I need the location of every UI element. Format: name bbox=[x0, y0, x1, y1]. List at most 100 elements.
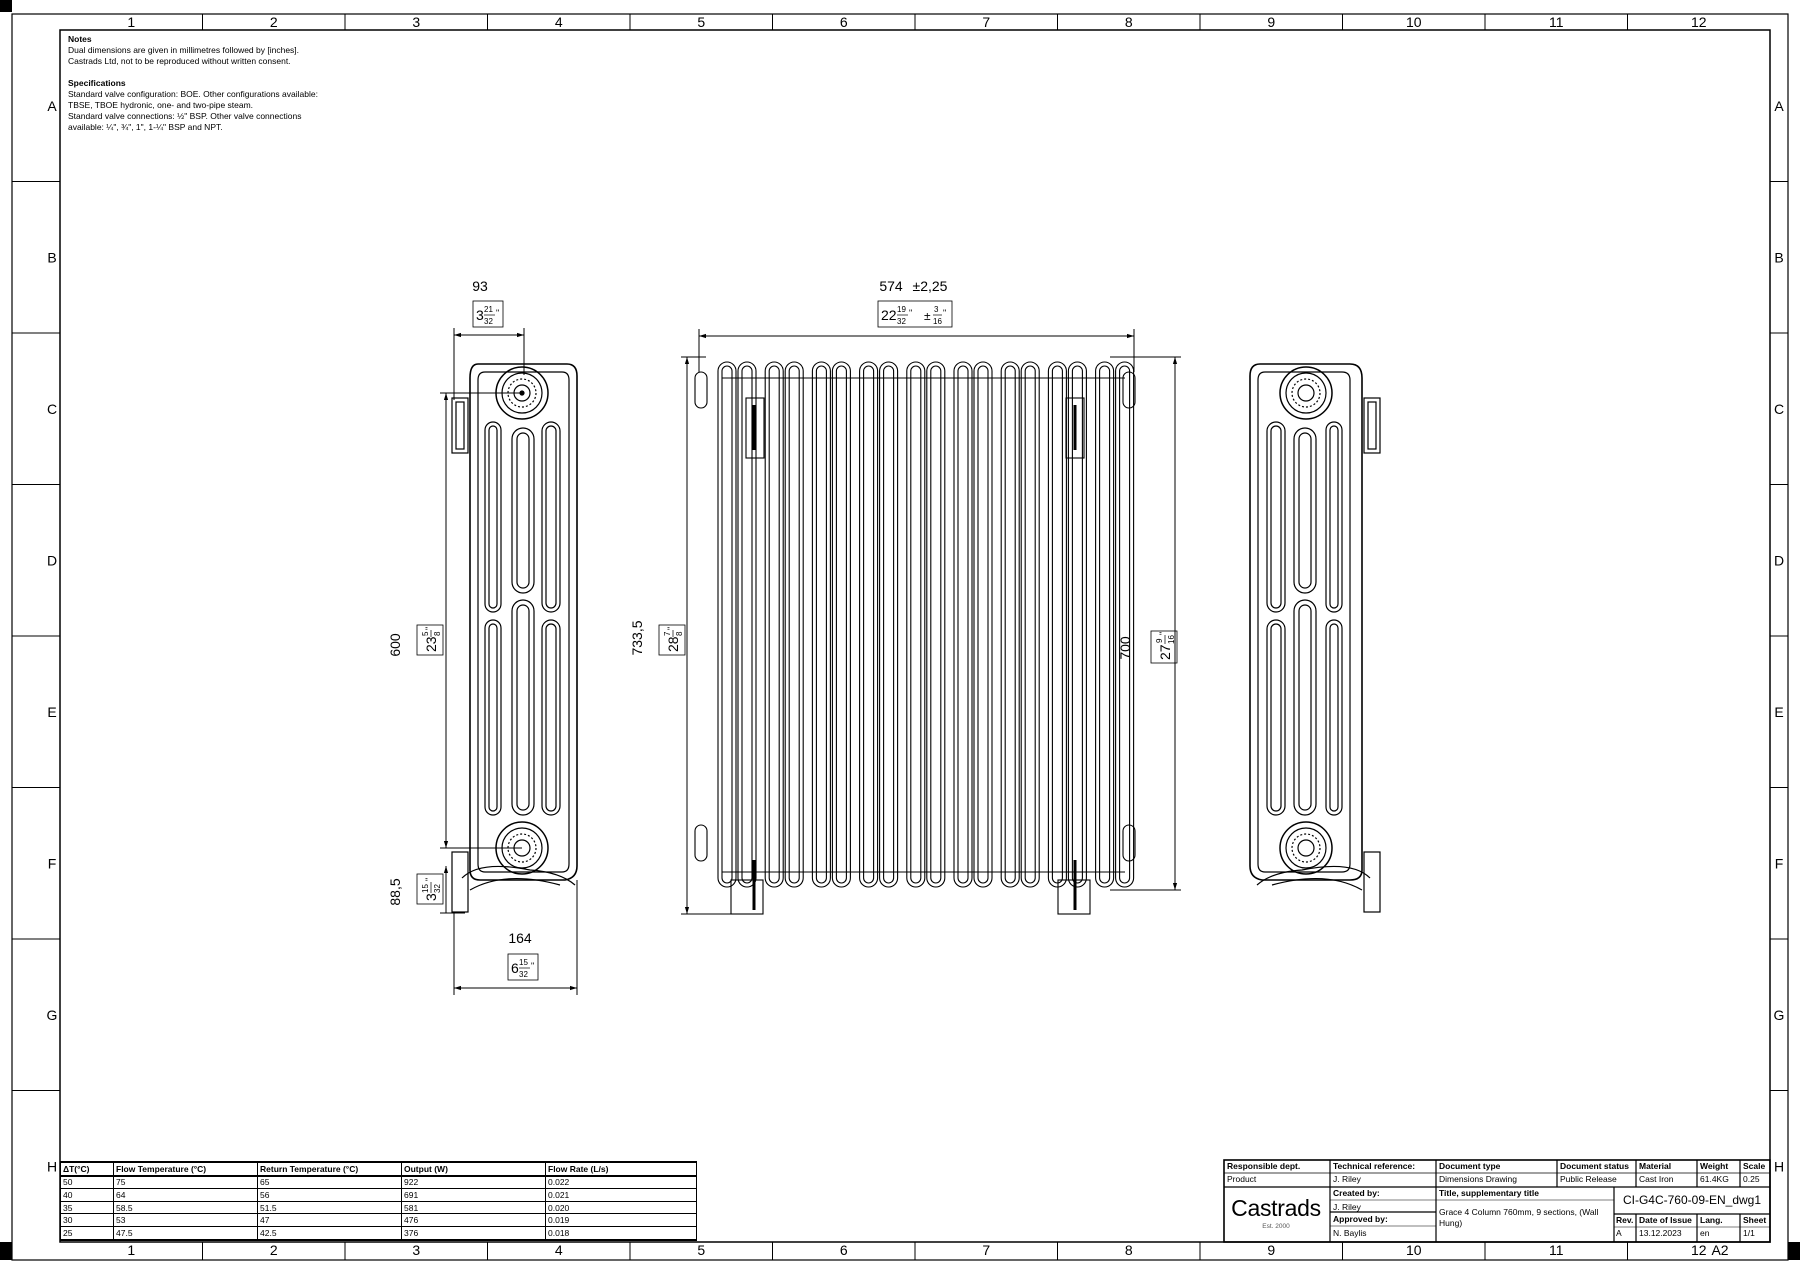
grid-column-label: 7 bbox=[982, 14, 990, 30]
radiator-column-tube bbox=[1067, 361, 1087, 888]
table-cell: 40 bbox=[60, 1188, 114, 1202]
svg-text:5: 5 bbox=[421, 631, 430, 636]
tb-material: Material Cast Iron bbox=[1639, 1161, 1674, 1184]
title-block-frame bbox=[1223, 1159, 1771, 1243]
grid-row-label: B bbox=[47, 249, 56, 265]
dim-depth-top-in: 3 21 32 " bbox=[472, 300, 504, 328]
spec-line: Standard valve configuration: BOE. Other… bbox=[68, 89, 318, 99]
grid-column-label: 1 bbox=[127, 1242, 135, 1258]
grid-row-label: F bbox=[1775, 855, 1784, 871]
grid-column-label: 6 bbox=[840, 14, 848, 30]
dim-centres-mm: 600 bbox=[387, 633, 403, 657]
radiator-column-inner bbox=[788, 365, 800, 884]
radiator-column-inner bbox=[863, 365, 875, 884]
radiator-column-tube bbox=[717, 361, 737, 888]
grid-row-label: E bbox=[47, 704, 56, 720]
grid-column-label: 10 bbox=[1406, 1242, 1422, 1258]
radiator-column-tube bbox=[1000, 361, 1020, 888]
svg-text:7: 7 bbox=[663, 631, 672, 636]
radiator-column-tube bbox=[953, 361, 973, 888]
grid-column-label: 2 bbox=[270, 1242, 278, 1258]
radiator-column-inner bbox=[910, 365, 922, 884]
table-cell: 64 bbox=[113, 1188, 258, 1202]
table-cell: 50 bbox=[60, 1175, 114, 1190]
svg-text:22: 22 bbox=[881, 307, 897, 323]
svg-text:16: 16 bbox=[1167, 635, 1176, 644]
table-cell: 75 bbox=[113, 1175, 258, 1190]
tb-date-of-issue: Date of Issue 13.12.2023 bbox=[1639, 1215, 1692, 1238]
tb-technical-reference: Technical reference: J. Riley bbox=[1333, 1161, 1416, 1184]
radiator-column-inner bbox=[883, 365, 895, 884]
radiator-column-inner bbox=[977, 365, 989, 884]
notes-line: Dual dimensions are given in millimetres… bbox=[68, 45, 300, 55]
radiator-column-tube bbox=[879, 361, 899, 888]
tb-created-by: Created by: J. Riley bbox=[1333, 1188, 1380, 1212]
table-cell: 691 bbox=[401, 1188, 546, 1202]
grid-column-label: 2 bbox=[270, 14, 278, 30]
radiator-column-inner bbox=[768, 365, 780, 884]
radiator-column-inner bbox=[721, 365, 733, 884]
radiator-column-inner bbox=[1004, 365, 1016, 884]
radiator-column-tube bbox=[737, 361, 757, 888]
svg-text:3: 3 bbox=[934, 305, 939, 314]
dim-depth-top-mm: 93 bbox=[472, 278, 488, 294]
table-cell: 30 bbox=[60, 1213, 114, 1227]
corner-mark-tl bbox=[0, 0, 12, 12]
grid-row-label: D bbox=[47, 552, 57, 568]
dim-width-in: 22 19 32 " ± 3 16 " bbox=[877, 300, 953, 328]
tb-rev: Rev. A bbox=[1616, 1215, 1634, 1238]
grid-column-label: 8 bbox=[1125, 14, 1133, 30]
grid-row-label: G bbox=[1774, 1007, 1785, 1023]
grid-column-label: 12 bbox=[1691, 1242, 1707, 1258]
svg-text:15: 15 bbox=[421, 884, 430, 893]
table-row: 40 64 56 691 0.021 bbox=[60, 1188, 697, 1202]
grid-column-label: 12 bbox=[1691, 14, 1707, 30]
table-row: 30 53 47 476 0.019 bbox=[60, 1213, 697, 1227]
table-cell: 0.019 bbox=[545, 1213, 697, 1227]
svg-text:15: 15 bbox=[519, 958, 528, 967]
svg-text:21: 21 bbox=[484, 305, 493, 314]
dim-width-mm: 574 bbox=[879, 278, 903, 294]
svg-text:": " bbox=[666, 627, 676, 630]
tb-scale: Scale 0.25 bbox=[1743, 1161, 1766, 1184]
svg-text:6: 6 bbox=[511, 960, 519, 976]
svg-text:": " bbox=[424, 627, 434, 630]
tb-approved-by: Approved by: N. Baylis bbox=[1333, 1214, 1388, 1238]
grid-row-label: H bbox=[47, 1158, 57, 1174]
dim-overall-height-in: 28 7 8 " bbox=[658, 624, 686, 656]
radiator-column-tube bbox=[811, 361, 831, 888]
spec-line: TBSE, TBOE hydronic, one- and two-pipe s… bbox=[68, 100, 254, 110]
radiator-column-tube bbox=[1020, 361, 1040, 888]
table-cell: 581 bbox=[401, 1200, 546, 1215]
svg-text:32: 32 bbox=[433, 884, 442, 893]
dim-section-height-in: 27 9 16 " bbox=[1150, 630, 1178, 664]
table-cell: 53 bbox=[113, 1213, 258, 1227]
grid-column-label: 11 bbox=[1549, 1242, 1564, 1258]
radiator-column-tube bbox=[926, 361, 946, 888]
radiator-column-inner bbox=[1119, 365, 1131, 884]
table-header: Output (W) bbox=[401, 1161, 546, 1177]
svg-text:": " bbox=[496, 308, 499, 318]
spec-line: available: ¼", ¾", 1", 1-¼" BSP and NPT. bbox=[68, 122, 223, 132]
radiator-column-inner bbox=[835, 365, 847, 884]
svg-text:32: 32 bbox=[484, 317, 493, 326]
grid-column-label: 8 bbox=[1125, 1242, 1133, 1258]
radiator-column-inner bbox=[815, 365, 827, 884]
tb-title: Title, supplementary title Grace 4 Colum… bbox=[1439, 1188, 1599, 1228]
table-cell: 0.022 bbox=[545, 1175, 697, 1190]
svg-text:3: 3 bbox=[476, 307, 484, 323]
drawing-number: CI-G4C-760-09-EN_dwg1 bbox=[1622, 1193, 1762, 1207]
grid-column-label: 7 bbox=[982, 1242, 990, 1258]
table-row: 35 58.5 51.5 581 0.020 bbox=[60, 1200, 697, 1215]
radiator-column-tube bbox=[1095, 361, 1115, 888]
radiator-column-inner bbox=[1099, 365, 1111, 884]
table-cell: 25 bbox=[60, 1225, 114, 1241]
table-cell: 0.018 bbox=[545, 1225, 697, 1241]
tb-sheet: Sheet 1/1 bbox=[1743, 1215, 1767, 1238]
grid-row-label: C bbox=[47, 401, 57, 417]
radiator-column-tube bbox=[1047, 361, 1067, 888]
tb-responsible-dept: Responsible dept. Product bbox=[1227, 1161, 1301, 1184]
grid-column-label: 1 bbox=[127, 14, 135, 30]
table-header: Flow Temperature (°C) bbox=[113, 1161, 258, 1177]
svg-text:3: 3 bbox=[423, 893, 439, 901]
